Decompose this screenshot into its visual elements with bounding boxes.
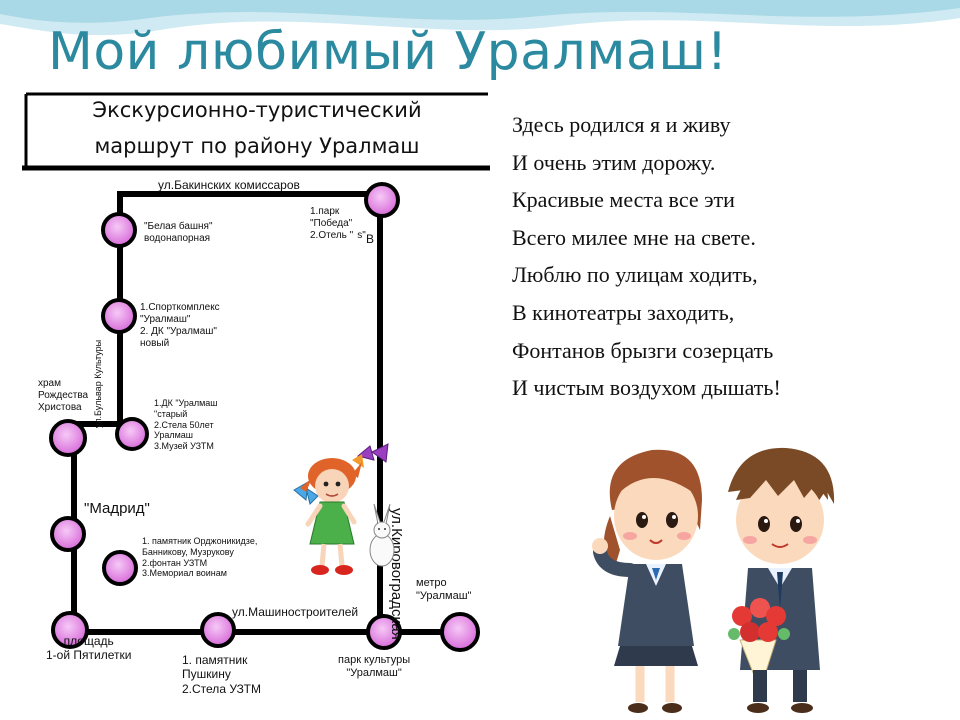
stop-madrid [50,516,86,552]
girl-with-bunny-illustration [293,443,395,575]
label-park-pobeda: 1.парк "Победа" 2.Отель " s" [310,206,366,241]
poem-line: Люблю по улицам ходить, [512,262,758,288]
label-sportkompleks: 1.Спорткомплекс "Уралмаш" 2. ДК "Уралмаш… [140,302,220,349]
street-label-left: ул.Бульвар Культуры [93,339,103,428]
poem-line: Всего милее мне на свете. [512,224,756,250]
label-park-pobeda-letter: В [366,232,375,246]
slide-title: Мой любимый Уралмаш! [48,22,728,82]
street-label-top: ул.Бакинских комиссаров [158,178,300,192]
stop-hram [49,419,87,457]
street-label-bottom: ул.Машиностроителей [232,605,359,619]
label-hram: храм Рождества Христова [38,378,89,413]
stop-park-kultury [366,614,402,650]
route-stops [49,182,480,652]
map-header: Экскурсионно-туристический маршрут по ра… [22,88,492,174]
schoolchildren-with-flowers-illustration [592,447,835,713]
stop-park-pobeda [364,182,400,218]
label-metro: метро "Уралмаш" [416,577,472,603]
stop-dk-old [115,417,149,451]
stop-monuments [102,550,138,586]
poem-line: И чистым воздухом дышать! [512,375,781,401]
poem: Здесь родился я и живу И очень этим доро… [512,106,932,407]
stop-pushkin [200,612,236,648]
label-ploshchad: площадь 1-ой Пятилетки [46,634,132,663]
stop-ploshchad [51,611,89,649]
flower-bouquet [728,598,790,692]
label-belaya-bashnya: "Белая башня" водонапорная [144,221,213,244]
poem-line: И очень этим дорожу. [512,149,716,175]
poem-line: Фонтанов брызги созерцать [512,337,774,363]
route-map: Экскурсионно-туристический маршрут по ра… [22,88,492,720]
stop-belaya-bashnya [101,212,137,248]
route-map-drawing [22,92,490,652]
label-dk-old: 1.ДК "Уралмаш "старый 2.Стела 50лет Урал… [154,398,218,452]
poem-line: В кинотеатры заходить, [512,299,735,325]
stop-metro [440,612,480,652]
map-header-line2: маршрут по району Уралмаш [94,134,420,158]
label-monuments: 1. памятник Орджоникидзе, Банникову, Муз… [142,536,258,579]
schoolboy-figure [728,447,835,713]
label-park-kultury: парк культуры "Уралмаш" [338,654,411,680]
label-madrid: "Мадрид" [84,500,150,517]
poem-line: Здесь родился я и живу [512,112,731,137]
stop-sportkompleks [101,298,137,334]
label-pushkin: 1. памятник Пушкину 2.Стела УЗТМ [182,653,261,696]
schoolgirl-figure [592,449,702,713]
top-wave-decoration [0,0,960,36]
map-header-line1: Экскурсионно-туристический [92,98,422,122]
poem-line: Красивые места все эти [512,187,735,213]
